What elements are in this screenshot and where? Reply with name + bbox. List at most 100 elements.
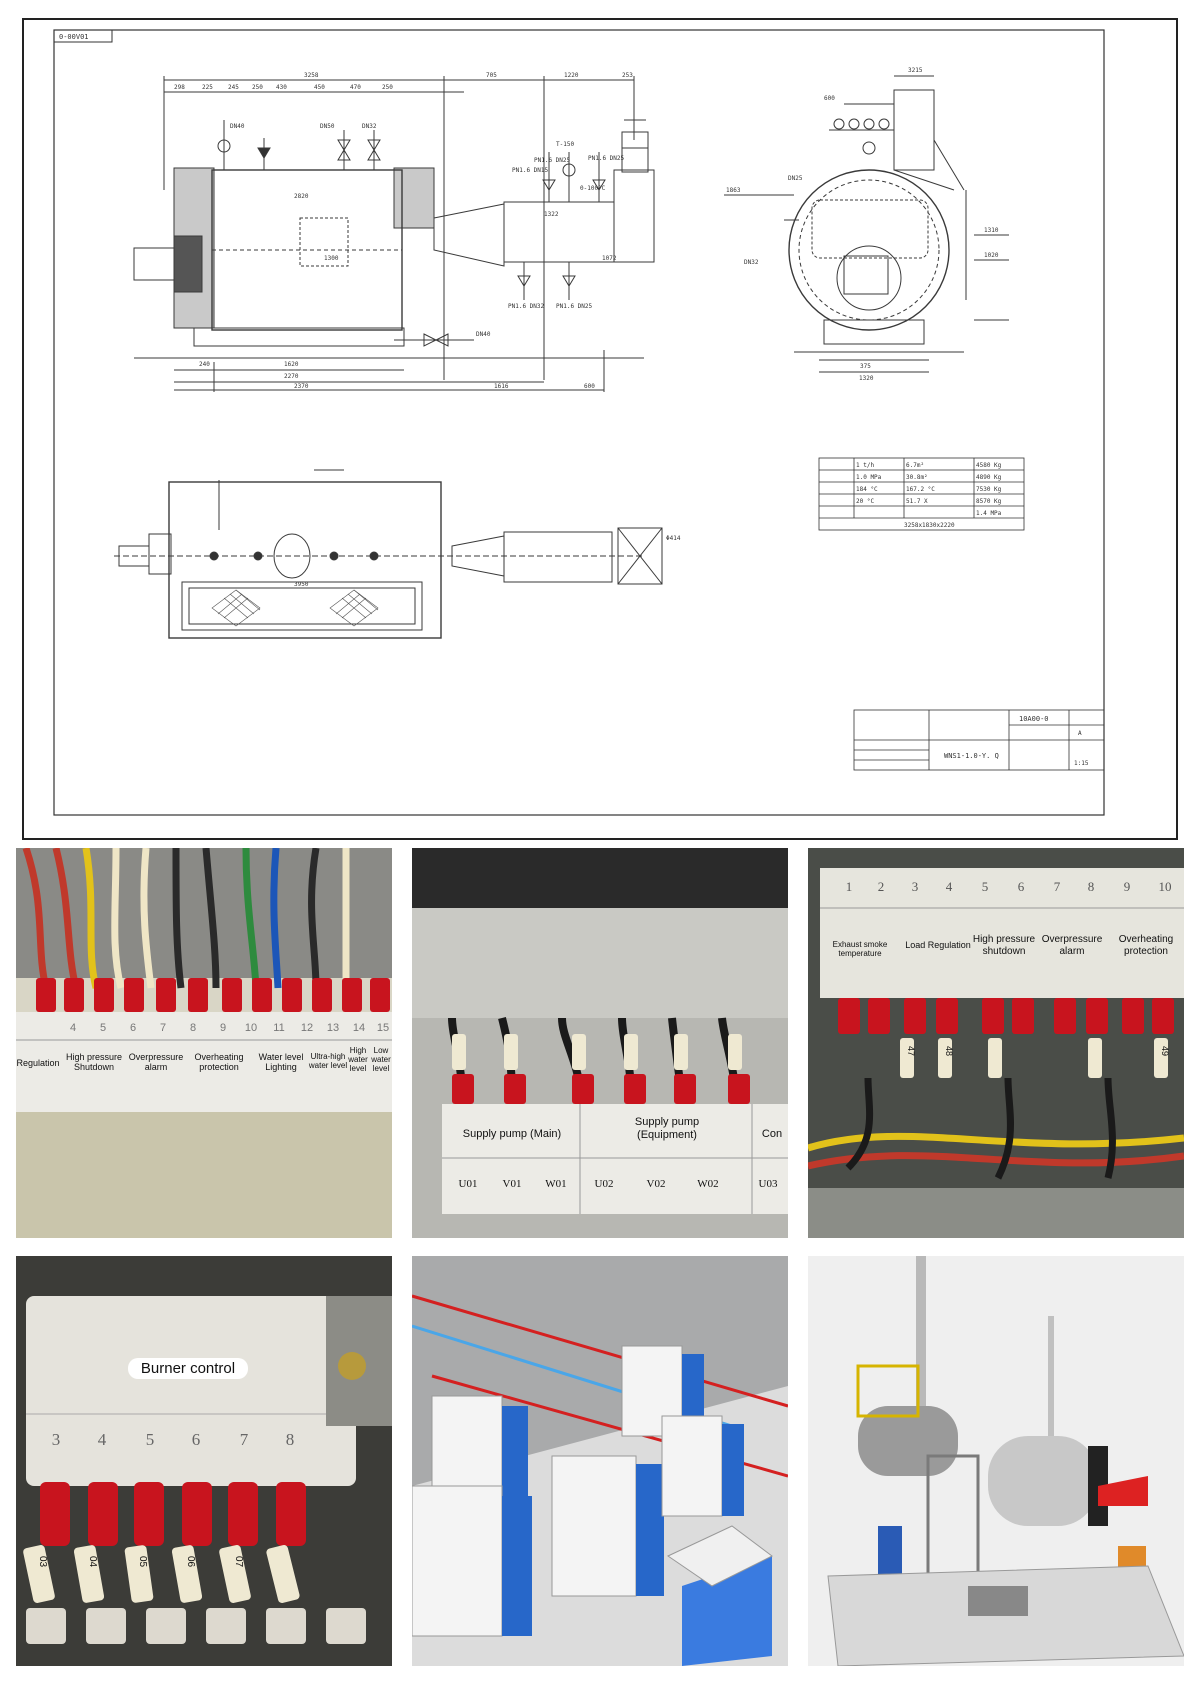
dim-bot-6: 600 (584, 383, 595, 390)
side-dim-6: 1020 (984, 252, 999, 259)
dim-sub-1: 298 (174, 84, 185, 91)
burner-control-label: Burner control (128, 1358, 248, 1380)
dim-bot-2: 2270 (284, 373, 299, 380)
dim-top-2: 705 (486, 72, 497, 79)
corner-tag: 0-00V01 (59, 33, 89, 41)
dim-top-4: 253 (622, 72, 633, 79)
terminal-middle-art (412, 848, 788, 1214)
valve-lbl-9: PN1.6 DN32 (508, 303, 545, 310)
tr-label-overheating: Overheating protection (1118, 934, 1174, 957)
technical-drawing: 0-00V01 (22, 18, 1178, 840)
side-dim-9: DN32 (744, 259, 759, 266)
tr-num-6: 6 (1017, 879, 1025, 894)
valve-lbl-8: 0-100°C (580, 185, 606, 192)
boiler-skid-art (827, 1256, 1184, 1666)
dim-inner-4: 1072 (602, 255, 617, 262)
term-num-15: 15 (376, 1022, 390, 1034)
burner-control-photo: Burner control 3 4 5 6 7 8 03 04 05 06 0… (16, 1256, 392, 1666)
dim-sub-7: 470 (350, 84, 361, 91)
dim-sub-2: 225 (202, 84, 213, 91)
term-label-ultra-high: Ultra-high water level (308, 1052, 348, 1071)
control-label-partial: Con (761, 1128, 783, 1140)
plan-dim-1: 3950 (294, 581, 309, 588)
tr-label-exhaust: Exhaust smoke temperature (832, 940, 888, 959)
terminal-right-art (808, 868, 1184, 1238)
side-dim-2: 600 (824, 95, 835, 102)
dim-inner-3: 1322 (544, 211, 559, 218)
term-num-8: 8 (189, 1022, 197, 1034)
front-elevation (133, 76, 655, 392)
term-num-12: 12 (300, 1022, 314, 1034)
tr-num-1: 1 (845, 879, 853, 894)
dim-top-1: 3258 (304, 72, 319, 79)
spec-r1-c1: 1 t/h (856, 462, 874, 469)
dim-inner-1: 2820 (294, 193, 309, 200)
plan-dim-2: Φ414 (666, 535, 681, 542)
code-u03: U03 (758, 1178, 778, 1190)
tr-label-load: Load Regulation (905, 940, 971, 950)
boiler-units-art (412, 1294, 788, 1666)
model-name: WNS1-1.0-Y. Q (944, 752, 999, 760)
term-label-water-lighting: Water level Lighting (258, 1052, 304, 1073)
boiler-units-render (412, 1256, 788, 1666)
bc-num-8: 8 (285, 1430, 295, 1449)
tr-num-4: 4 (945, 879, 953, 894)
valve-lbl-1: DN40 (230, 123, 245, 130)
pump-equipment-label: Supply pump (Equipment) (634, 1116, 700, 1141)
dim-bot-3: 240 (199, 361, 210, 368)
terminal-photo-middle: Supply pump (Main) Supply pump (Equipmen… (412, 848, 788, 1238)
dim-bot-1: 1620 (284, 361, 299, 368)
spec-r3-c2: 167.2 °C (906, 486, 935, 493)
tr-label-hp-shutdown: High pressure shutdown (972, 934, 1036, 957)
term-label-overheating: Overheating protection (194, 1052, 244, 1073)
code-u02: U02 (594, 1178, 614, 1190)
dim-sub-6: 450 (314, 84, 325, 91)
dim-sub-5: 430 (276, 84, 287, 91)
term-label-high-water: High water level (348, 1046, 368, 1074)
spec-r2-c2: 30.8m² (906, 474, 928, 481)
valve-lbl-10: PN1.6 DN25 (556, 303, 593, 310)
spec-r5-c3: 1.4 MPa (976, 510, 1002, 517)
code-v01: V01 (502, 1178, 522, 1190)
spec-r1-c3: 4580 Kg (976, 462, 1002, 469)
tr-num-10: 10 (1158, 879, 1172, 894)
code-u01: U01 (458, 1178, 478, 1190)
tr-wire-49: 49 (1160, 1046, 1170, 1057)
spec-r3-c1: 184 °C (856, 486, 878, 493)
pump-main-label: Supply pump (Main) (462, 1128, 562, 1140)
bc-num-3: 3 (51, 1430, 61, 1449)
side-dim-8: DN25 (788, 175, 803, 182)
side-elevation (724, 75, 1009, 373)
title-block (853, 709, 1105, 771)
dim-bot-5: 1616 (494, 383, 509, 390)
bc-wire-05: 05 (137, 1556, 148, 1568)
bc-wire-07: 07 (233, 1556, 244, 1568)
spec-r2-c3: 4890 Kg (976, 474, 1002, 481)
tr-label-overpressure: Overpressure alarm (1041, 934, 1103, 957)
bc-num-5: 5 (145, 1430, 155, 1449)
dim-top-3: 1220 (564, 72, 579, 79)
valve-lbl-3: DN32 (362, 123, 377, 130)
term-num-4: 4 (69, 1022, 77, 1034)
terminal-left-art (16, 848, 392, 1238)
plan-hatch (211, 589, 379, 627)
side-dim-3: 1320 (859, 375, 874, 382)
spec-r4-c1: 20 °C (856, 498, 874, 505)
term-label-overpressure: Overpressure alarm (128, 1052, 184, 1073)
bc-wire-04: 04 (87, 1556, 98, 1568)
tr-num-9: 9 (1123, 879, 1131, 894)
bc-num-4: 4 (97, 1430, 107, 1449)
spec-r4-c2: 51.7 X (906, 498, 928, 505)
tr-num-3: 3 (911, 879, 919, 894)
tr-num-2: 2 (877, 879, 885, 894)
boiler-skid-render (808, 1256, 1184, 1666)
valve-lbl-5: PN1.6 DN25 (534, 157, 571, 164)
boiler-drawing-svg: 0-00V01 (53, 29, 1105, 816)
valve-lbl-11: DN40 (476, 331, 491, 338)
tr-num-8: 8 (1087, 879, 1095, 894)
side-dim-7: 1863 (726, 187, 741, 194)
terminal-photo-left: 4 5 6 7 8 9 10 11 12 13 14 15 Regulation… (16, 848, 392, 1238)
valve-lbl-7: T-150 (556, 141, 574, 148)
term-num-9: 9 (219, 1022, 227, 1034)
code-w02: W02 (697, 1178, 719, 1190)
